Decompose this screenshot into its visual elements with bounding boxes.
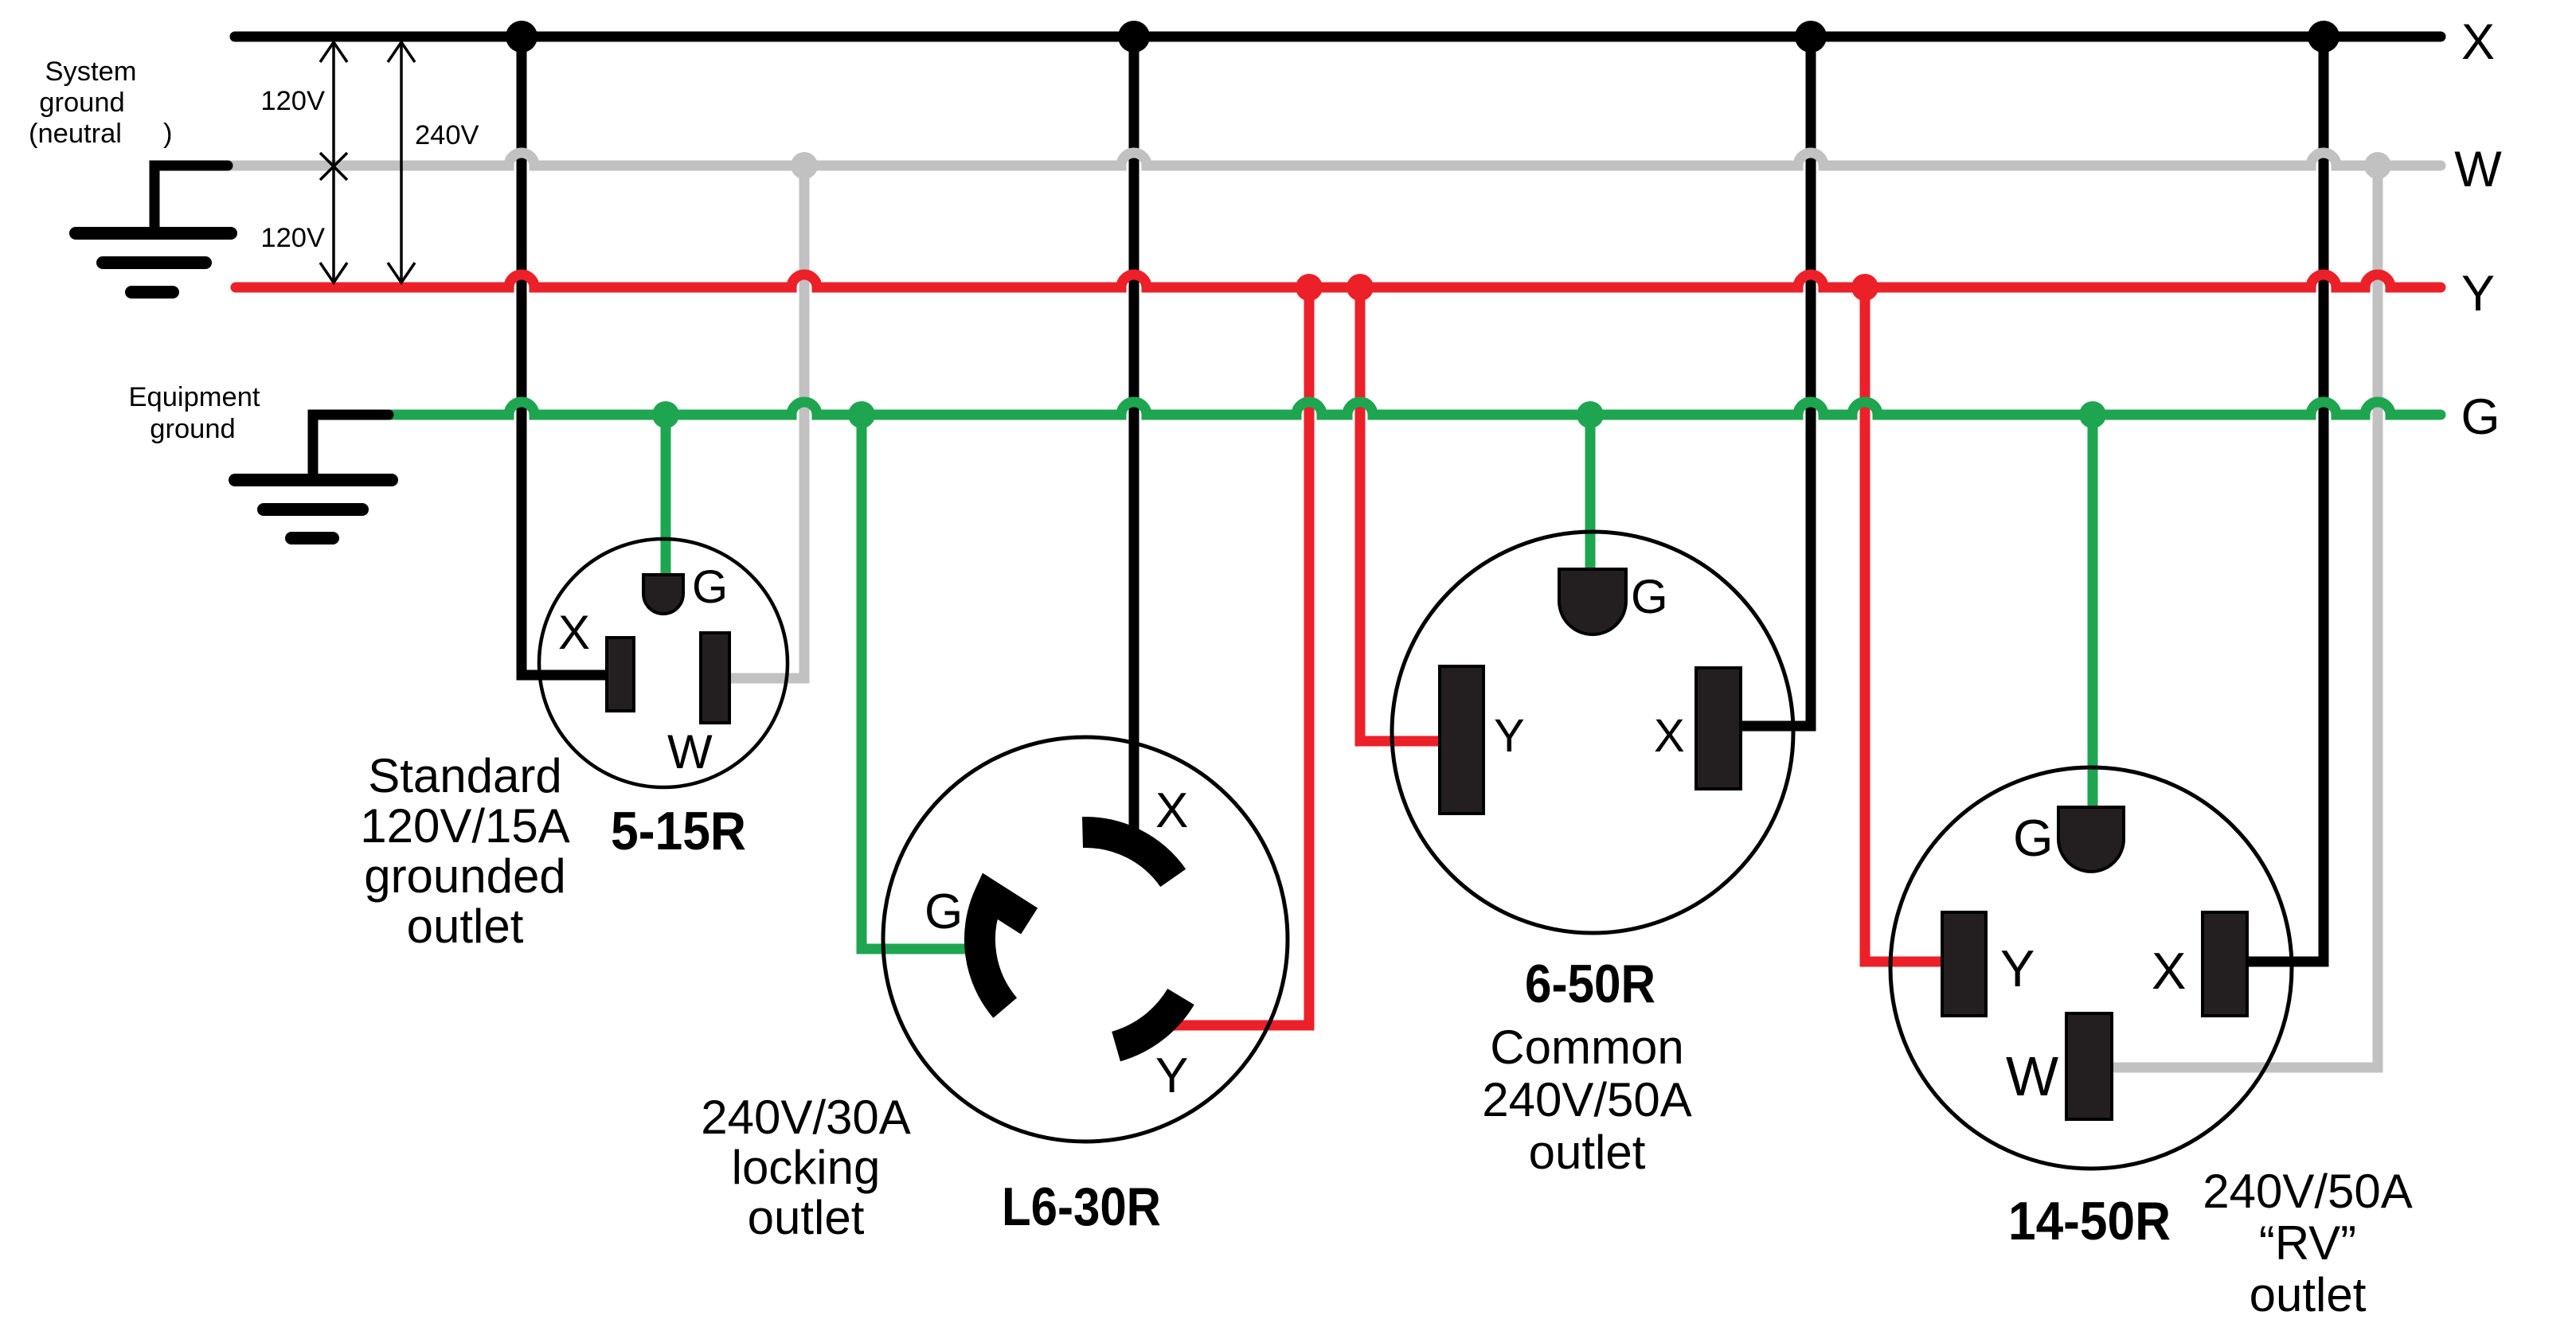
svg-text:Common: Common	[1490, 1021, 1683, 1074]
svg-text:14-50R: 14-50R	[2008, 1191, 2171, 1251]
svg-text:240V: 240V	[415, 120, 479, 150]
svg-text:G: G	[924, 884, 963, 939]
svg-text:6-50R: 6-50R	[1525, 954, 1655, 1014]
svg-text:(neutral: (neutral	[29, 119, 122, 149]
svg-text:G: G	[692, 561, 728, 613]
svg-text:Standard: Standard	[368, 749, 562, 802]
svg-text:Equipment: Equipment	[129, 382, 260, 412]
svg-text:G: G	[2461, 389, 2500, 445]
svg-text:grounded: grounded	[364, 849, 566, 903]
svg-text:X: X	[2152, 942, 2186, 1000]
svg-text:Y: Y	[2461, 266, 2495, 322]
svg-text:outlet: outlet	[1529, 1126, 1646, 1179]
svg-text:240V/50A: 240V/50A	[2203, 1165, 2413, 1218]
svg-text:outlet: outlet	[748, 1191, 865, 1244]
svg-text:System: System	[45, 57, 136, 87]
svg-text:W: W	[667, 725, 713, 779]
svg-text:G: G	[2013, 809, 2054, 867]
svg-text:Y: Y	[1155, 1048, 1188, 1103]
svg-text:“RV”: “RV”	[2259, 1216, 2356, 1270]
svg-text:120V: 120V	[260, 86, 325, 116]
svg-text:locking: locking	[732, 1141, 881, 1194]
svg-text:5-15R: 5-15R	[611, 801, 746, 861]
svg-text:): )	[163, 119, 173, 149]
svg-text:W: W	[2006, 1045, 2058, 1107]
svg-text:120V: 120V	[260, 223, 325, 253]
svg-text:240V/30A: 240V/30A	[701, 1091, 911, 1144]
svg-text:outlet: outlet	[407, 900, 524, 953]
svg-text:G: G	[1631, 570, 1668, 623]
svg-text:ground: ground	[39, 88, 124, 118]
svg-text:X: X	[1654, 710, 1685, 762]
svg-text:240V/50A: 240V/50A	[1482, 1073, 1692, 1126]
svg-text:X: X	[1155, 783, 1188, 838]
svg-text:outlet: outlet	[2250, 1268, 2367, 1321]
svg-text:X: X	[558, 606, 590, 659]
svg-text:W: W	[2454, 142, 2502, 197]
svg-text:Y: Y	[1494, 710, 1525, 762]
svg-text:ground: ground	[150, 414, 235, 444]
svg-text:120V/15A: 120V/15A	[360, 799, 570, 853]
svg-text:X: X	[2461, 14, 2495, 70]
svg-text:L6-30R: L6-30R	[1002, 1177, 1161, 1237]
svg-text:Y: Y	[2000, 939, 2035, 997]
